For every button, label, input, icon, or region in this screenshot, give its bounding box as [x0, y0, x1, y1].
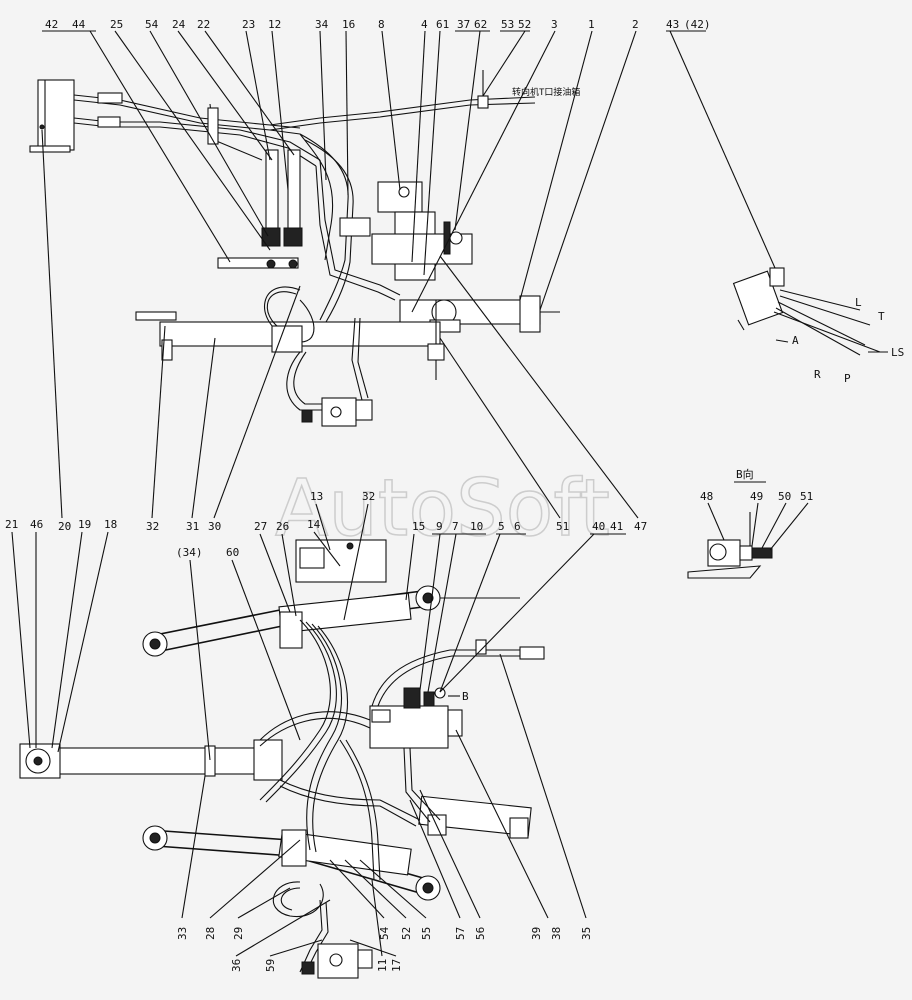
port-B: B: [462, 690, 469, 703]
b-callout-13: 13: [310, 490, 323, 503]
callout-16: 16: [342, 18, 355, 31]
c-callout-59: 59: [264, 959, 277, 972]
middle-callouts: 20 32 31 30 51 47: [41, 129, 647, 533]
b-callout-60: 60: [226, 546, 239, 559]
callout-42-paren: (42): [684, 18, 711, 31]
c-callout-36: 36: [230, 959, 243, 972]
b-callout-19: 19: [78, 518, 91, 531]
callout-8: 8: [378, 18, 385, 31]
port-R: R: [814, 368, 821, 381]
c-callout-56: 56: [474, 927, 487, 940]
c-callout-17: 17: [390, 959, 403, 972]
top-assembly: 转向机T口接油箱: [29, 70, 580, 427]
b-callout-21: 21: [5, 518, 18, 531]
b-callout-10: 10: [470, 520, 483, 533]
b-view-detail: B向 48 49 50 51: [687, 467, 813, 579]
callout-12: 12: [268, 18, 281, 31]
b-view-label: B向: [736, 467, 754, 481]
callout-42: 42: [45, 18, 58, 31]
c-callout-54: 54: [378, 926, 391, 940]
b-callout-49: 49: [750, 490, 763, 503]
mid-callout-30: 30: [208, 520, 221, 533]
top-callout-text: 转向机T口接油箱: [512, 86, 580, 98]
c-callout-55: 55: [420, 927, 433, 940]
callout-22: 22: [197, 18, 210, 31]
bolt-mark: [39, 124, 45, 130]
callout-23: 23: [242, 18, 255, 31]
port-detail: L T A R P LS: [732, 267, 904, 385]
bottom-callouts: 33 28 29 36 59 54 52 55 57 56 11 17 39 3…: [176, 653, 593, 972]
callout-25: 25: [110, 18, 123, 31]
callout-43: 43: [666, 18, 679, 31]
b-callout-51: 51: [800, 490, 813, 503]
c-callout-35: 35: [580, 927, 593, 940]
mid-callout-47: 47: [634, 520, 647, 533]
b-callout-34-paren: (34): [176, 546, 203, 559]
port-A: A: [792, 334, 799, 347]
b-callout-9: 9: [436, 520, 443, 533]
mid-callout-51: 51: [556, 520, 569, 533]
b-callout-18: 18: [104, 518, 117, 531]
b-callout-32-bottom: 32: [362, 490, 375, 503]
b-callout-6: 6: [514, 520, 521, 533]
b-callout-27: 27: [254, 520, 267, 533]
b-callout-14: 14: [307, 518, 321, 531]
b-callout-26: 26: [276, 520, 289, 533]
callout-54: 54: [145, 18, 159, 31]
steering-unit-body: [37, 79, 75, 151]
port-P: P: [844, 372, 851, 385]
c-callout-29: 29: [232, 927, 245, 940]
callout-4: 4: [421, 18, 428, 31]
callout-52: 52: [518, 18, 531, 31]
mid-callout-31: 31: [186, 520, 199, 533]
callout-3: 3: [551, 18, 558, 31]
port-L: L: [855, 296, 862, 309]
callout-61: 61: [436, 18, 449, 31]
c-callout-38: 38: [550, 927, 563, 940]
mid-callout-20: 20: [58, 520, 71, 533]
c-callout-11: 11: [376, 959, 389, 972]
callout-53: 53: [501, 18, 514, 31]
callout-1: 1: [588, 18, 595, 31]
c-callout-52: 52: [400, 927, 413, 940]
c-callout-57: 57: [454, 927, 467, 940]
b-callout-41: 41: [610, 520, 623, 533]
c-callout-28: 28: [204, 927, 217, 940]
mid-callout-32: 32: [146, 520, 159, 533]
bottom-top-callouts: 21 46 19 18 (34) 60 27 26 13 14 32 15 9 …: [5, 490, 626, 761]
callout-2: 2: [632, 18, 639, 31]
bottom-assembly: B: [19, 539, 545, 979]
b-callout-15: 15: [412, 520, 425, 533]
top-callouts: 42 44 25 54 24 22 23 12 34 16 8 4 61 37 …: [42, 18, 776, 313]
b-callout-5: 5: [498, 520, 505, 533]
callout-62: 62: [474, 18, 487, 31]
b-callout-40: 40: [592, 520, 605, 533]
b-callout-46: 46: [30, 518, 43, 531]
b-callout-7: 7: [452, 520, 459, 533]
b-callout-48: 48: [700, 490, 713, 503]
callout-24: 24: [172, 18, 186, 31]
port-LS: LS: [891, 346, 904, 359]
b-callout-50: 50: [778, 490, 791, 503]
c-callout-39: 39: [530, 927, 543, 940]
callout-34: 34: [315, 18, 329, 31]
callout-44: 44: [72, 18, 86, 31]
c-callout-33: 33: [176, 927, 189, 940]
callout-37: 37: [457, 18, 470, 31]
port-T: T: [878, 310, 885, 323]
